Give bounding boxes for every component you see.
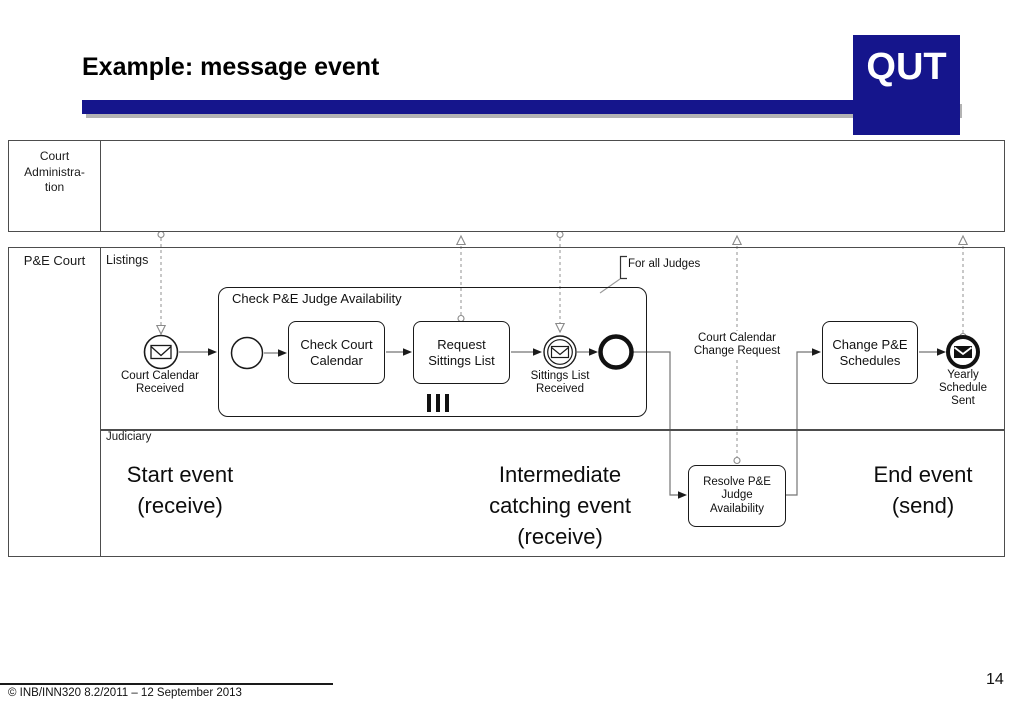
footer-divider xyxy=(0,683,333,685)
pool-pe-court: P&E Court Listings Judiciary xyxy=(8,247,1005,557)
page-number: 14 xyxy=(986,671,1004,688)
label-line: Court Calendar xyxy=(698,332,776,344)
label-line: Sent xyxy=(951,395,975,407)
subprocess-title: Check P&E Judge Availability xyxy=(232,291,402,306)
message-source-dot xyxy=(157,230,165,239)
message-arrowhead-down xyxy=(554,322,566,334)
intermediate-catching-message-icon xyxy=(543,335,577,369)
label-line: Yearly xyxy=(947,369,979,381)
task-label-line: Change P&E xyxy=(832,336,908,352)
qut-logo-text: QUT xyxy=(866,46,947,88)
caption-line: (send) xyxy=(891,493,955,518)
task-change-pe-schedules: Change P&E Schedules xyxy=(822,321,918,384)
caption-line: catching event xyxy=(489,493,631,518)
task-label-line: Calendar xyxy=(310,352,363,368)
subprocess-check-pe-judge-availability: Check P&E Judge Availability xyxy=(218,287,647,417)
subprocess-start-event-icon xyxy=(230,336,264,370)
footer-copyright: © INB/INN320 8.2/2011 – 12 September 201… xyxy=(8,687,242,699)
message-source-dot xyxy=(733,456,741,465)
lane-label-judiciary: Judiciary xyxy=(106,431,152,443)
caption-end-event: End event (send) xyxy=(843,459,1003,521)
qut-logo: QUT xyxy=(853,35,960,135)
message-arrowhead-up xyxy=(731,234,743,246)
message-flow-lines xyxy=(160,238,964,457)
label-court-calendar-received: Court Calendar Received xyxy=(110,370,210,396)
end-event-send-message-icon xyxy=(946,335,980,369)
annotation-for-all-judges: For all Judges xyxy=(628,258,701,270)
label-court-calendar-change-request: Court Calendar Change Request xyxy=(687,331,787,359)
label-line: Received xyxy=(536,383,584,395)
task-label-line: Resolve P&E xyxy=(703,475,771,488)
start-event-message-icon xyxy=(143,334,179,370)
sequence-flow-arrowheads xyxy=(208,348,946,499)
task-label-line: Check Court xyxy=(300,336,373,352)
label-line: Court Calendar xyxy=(121,370,199,382)
multi-instance-marker-icon xyxy=(427,394,449,412)
label-line: Sittings List xyxy=(530,370,590,382)
pool-pe-court-header: P&E Court xyxy=(9,248,101,556)
title-underline-bar xyxy=(82,100,958,114)
task-label-line: Availability xyxy=(709,502,765,515)
pool-label-line: tion xyxy=(44,180,65,194)
caption-start-event: Start event (receive) xyxy=(100,459,260,521)
task-label-line: Sittings List xyxy=(428,352,495,368)
pool-label-line: P&E Court xyxy=(23,253,86,268)
pool-court-administration-header: Court Administra- tion xyxy=(9,141,101,231)
caption-line: (receive) xyxy=(517,524,603,549)
label-line: Received xyxy=(136,383,184,395)
task-label-line: Judge xyxy=(721,489,753,502)
label-yearly-schedule-sent: Yearly Schedule Sent xyxy=(928,369,998,408)
pool-court-administration: Court Administra- tion xyxy=(8,140,1005,232)
lane-divider xyxy=(101,429,1004,431)
message-flow-endpoints xyxy=(155,230,969,465)
subprocess-end-event-icon xyxy=(598,334,634,370)
message-arrowhead-up xyxy=(957,234,969,246)
pool-pe-court-label: P&E Court xyxy=(9,248,100,269)
label-line: Change Request xyxy=(693,345,781,357)
annotation-bracket-icon xyxy=(599,255,627,294)
label-line: Schedule xyxy=(939,382,987,394)
pool-label-line: Administra- xyxy=(24,164,85,179)
pool-court-administration-label: Court Administra- tion xyxy=(9,141,100,196)
caption-line: End event xyxy=(873,462,973,487)
pool-label-line: Court xyxy=(39,149,70,163)
caption-line: Start event xyxy=(126,462,234,487)
message-source-dot xyxy=(556,230,564,239)
task-request-sittings-list: Request Sittings List xyxy=(413,321,510,384)
message-arrowhead-up xyxy=(455,234,467,246)
caption-line: Intermediate xyxy=(498,462,622,487)
caption-line: (receive) xyxy=(137,493,223,518)
sequence-flow-lines xyxy=(179,351,938,496)
caption-intermediate-event: Intermediate catching event (receive) xyxy=(465,459,655,552)
task-check-court-calendar: Check Court Calendar xyxy=(288,321,385,384)
lane-label-listings: Listings xyxy=(106,253,149,267)
task-resolve-pe-judge-availability: Resolve P&E Judge Availability xyxy=(688,465,786,527)
task-label-line: Schedules xyxy=(839,352,901,368)
message-arrowhead-down xyxy=(155,324,167,336)
page-title: Example: message event xyxy=(82,53,380,81)
task-label-line: Request xyxy=(437,336,486,352)
label-sittings-list-received: Sittings List Received xyxy=(510,370,610,396)
